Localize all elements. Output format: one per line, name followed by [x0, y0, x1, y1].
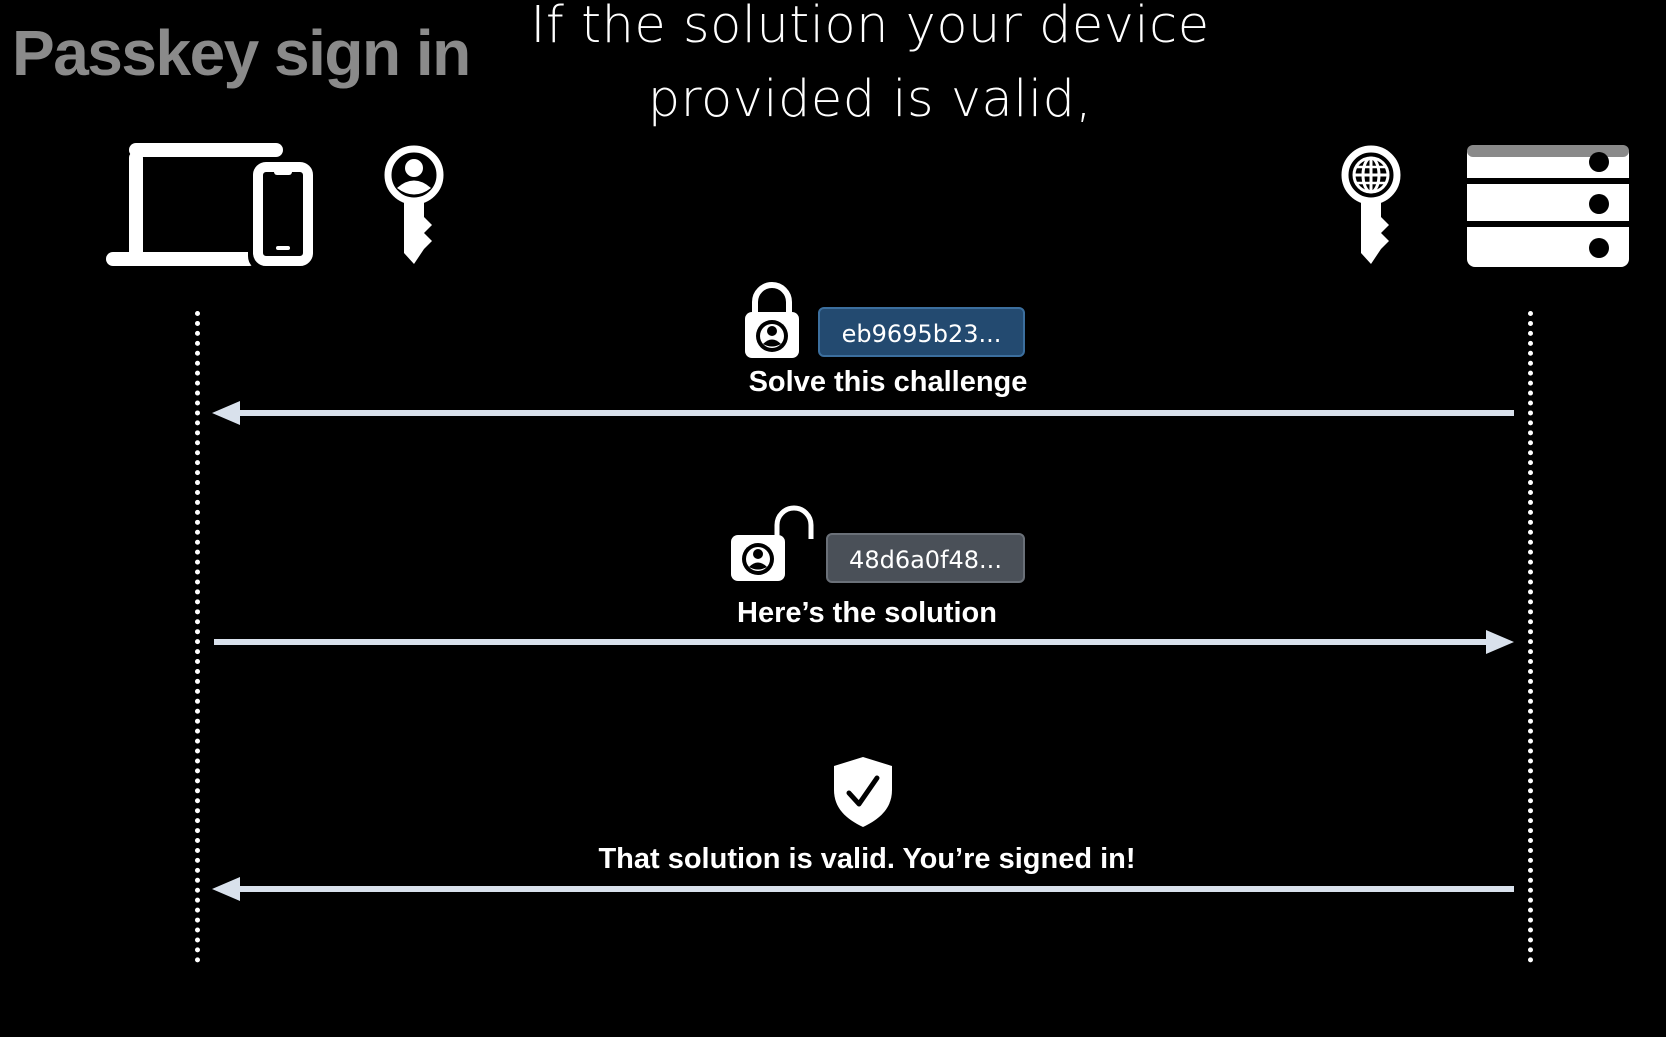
laptop-phone-icon: [106, 143, 318, 270]
web-passkey-icon: [1341, 145, 1401, 264]
arrow-client-to-server-solution: [214, 630, 1514, 654]
locked-padlock-icon: [745, 282, 799, 358]
caption-line-1: If the solution your device: [530, 0, 1210, 55]
server-lifeline: [1528, 311, 1533, 963]
server-rack-icon: [1467, 145, 1629, 267]
caption-line-2: provided is valid,: [647, 70, 1093, 129]
step-label-signed-in: That solution is valid. You’re signed in…: [598, 843, 1136, 875]
arrow-server-to-client-challenge: [212, 401, 1514, 425]
arrow-server-to-client-signed-in: [212, 877, 1514, 901]
step-label-challenge: Solve this challenge: [748, 366, 1028, 398]
user-passkey-icon: [384, 145, 444, 264]
shield-checkmark-icon: [834, 757, 892, 827]
solution-chip: 48d6a0f48...: [826, 533, 1025, 583]
step-label-solution: Here’s the solution: [737, 597, 997, 629]
challenge-chip: eb9695b23...: [818, 307, 1025, 357]
unlocked-padlock-icon: [731, 505, 814, 581]
client-lifeline: [195, 311, 200, 963]
slide-title: Passkey sign in: [12, 17, 471, 89]
